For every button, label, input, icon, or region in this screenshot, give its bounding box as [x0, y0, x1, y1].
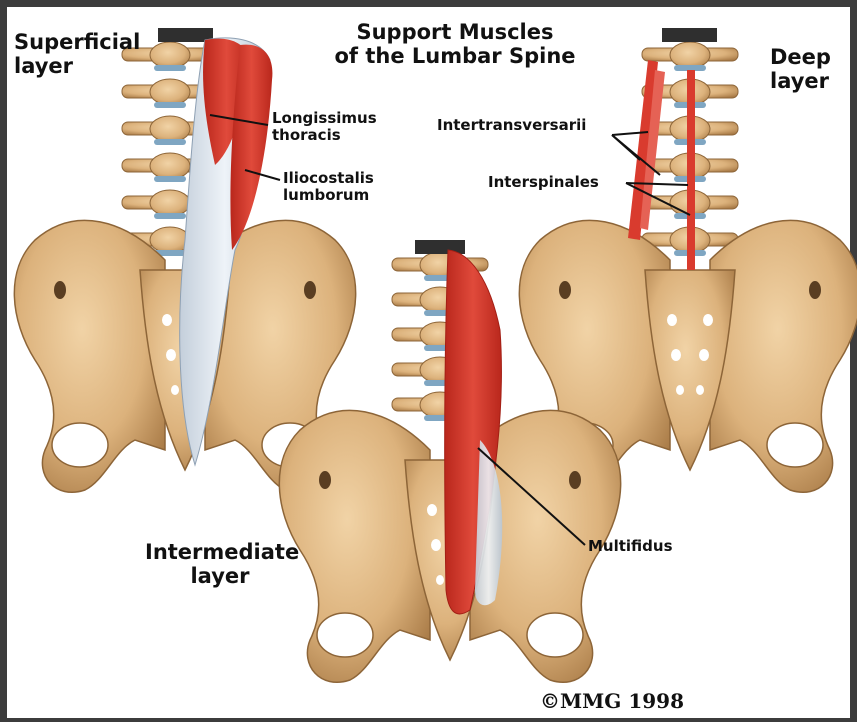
- interspinales-label: Interspinales: [488, 174, 599, 191]
- iliocostalis-line-2: lumborum: [283, 187, 374, 204]
- superficial-layer-label: Superficial layer: [14, 30, 140, 78]
- iliocostalis-line-1: Iliocostalis: [283, 170, 374, 187]
- superficial-spine-figure: [14, 28, 355, 492]
- title-line-1: Support Muscles: [325, 20, 585, 44]
- deep-layer-label: Deep layer: [770, 45, 831, 93]
- intermediate-layer-line-2: layer: [145, 564, 295, 588]
- intertransversarii-label: Intertransversarii: [437, 117, 586, 134]
- iliocostalis-label: Iliocostalis lumborum: [283, 170, 374, 205]
- deep-layer-line-2: layer: [770, 69, 831, 93]
- diagram-title: Support Muscles of the Lumbar Spine: [325, 20, 585, 68]
- longissimus-line-2: thoracis: [272, 127, 377, 144]
- multifidus-label: Multifidus: [588, 538, 673, 555]
- longissimus-label: Longissimus thoracis: [272, 110, 377, 145]
- longissimus-line-1: Longissimus: [272, 110, 377, 127]
- deep-layer-line-1: Deep: [770, 45, 831, 69]
- title-line-2: of the Lumbar Spine: [325, 44, 585, 68]
- intermediate-layer-label: Intermediate layer: [145, 540, 295, 588]
- superficial-layer-line-1: Superficial: [14, 30, 140, 54]
- copyright-notice: ©MMG 1998: [540, 690, 684, 713]
- superficial-layer-line-2: layer: [14, 54, 140, 78]
- intermediate-layer-line-1: Intermediate: [145, 540, 295, 564]
